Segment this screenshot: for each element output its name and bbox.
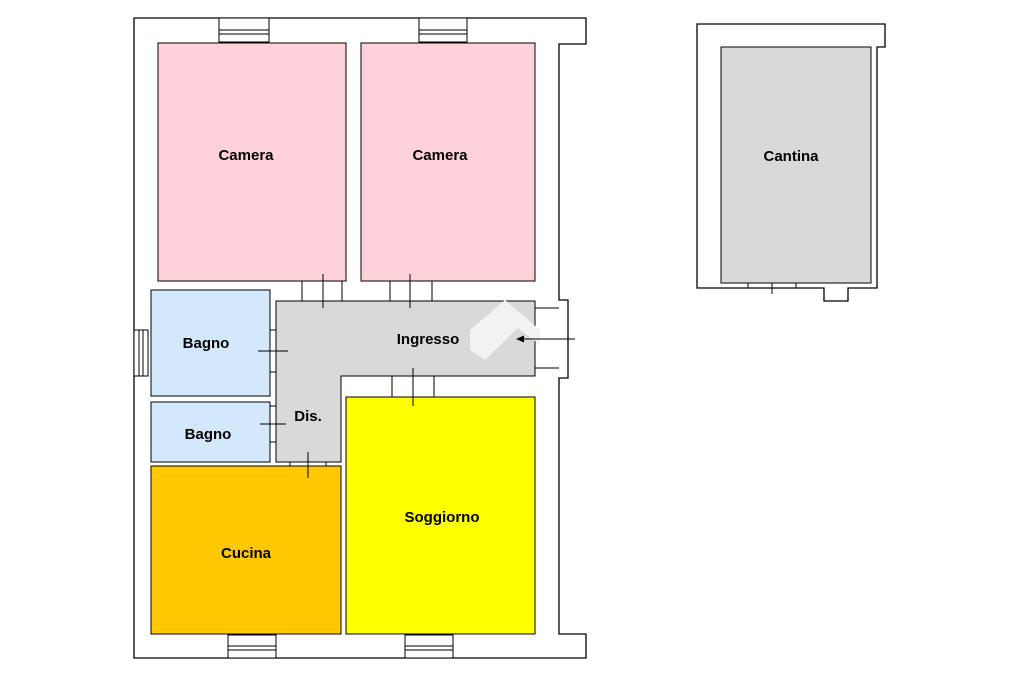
label-ingresso: Ingresso (397, 331, 460, 348)
label-soggiorno: Soggiorno (405, 509, 480, 526)
room-camera-2 (360, 42, 536, 282)
door-marks (258, 274, 559, 478)
windows-top (218, 17, 468, 43)
room-bagno-1 (150, 289, 271, 397)
room-bagno-2 (150, 401, 271, 463)
windows-bottom (227, 634, 454, 659)
window-left (133, 329, 149, 377)
logo-watermark-icon (470, 300, 540, 360)
label-bagno-1: Bagno (183, 335, 230, 352)
room-soggiorno (345, 396, 536, 635)
room-camera-1 (157, 42, 347, 282)
entrance-arrow-icon (516, 335, 575, 343)
label-camera-2: Camera (412, 147, 468, 164)
label-cantina: Cantina (763, 148, 819, 165)
label-bagno-2: Bagno (185, 426, 232, 443)
label-dis: Dis. (294, 408, 322, 425)
room-cantina (720, 46, 872, 284)
label-camera-1: Camera (218, 147, 274, 164)
room-cucina (150, 465, 342, 635)
apartment-outer-walls (133, 17, 587, 659)
label-cucina: Cucina (221, 545, 272, 562)
